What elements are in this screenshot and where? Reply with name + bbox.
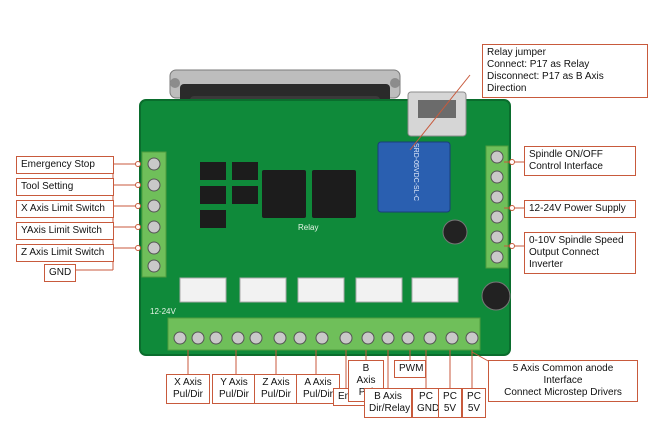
callout-a-axis: A Axis Pul/Dir (296, 374, 340, 404)
relay: SRD-05VDC-SL-C (377, 141, 451, 213)
capacitors (442, 219, 511, 311)
callout-spindle-speed: 0-10V Spindle Speed Output Connect Inver… (524, 232, 636, 274)
callout-y-axis: Y Axis Pul/Dir (212, 374, 256, 404)
callout-spindle-onoff: Spindle ON/OFF Control Interface (524, 146, 636, 176)
callout-tool-setting: Tool Setting (16, 178, 114, 196)
silkscreen-relay: Relay (298, 223, 318, 232)
callout-pwm: PWM (394, 360, 426, 378)
left-terminal-block (141, 151, 167, 278)
callout-y-axis-limit: YAxis Limit Switch (16, 222, 114, 240)
callout-pc-5v-2: PC 5V (462, 388, 486, 418)
callout-gnd: GND (44, 264, 76, 282)
callout-pc-5v-1: PC 5V (438, 388, 462, 418)
right-terminal-block (485, 145, 509, 269)
bottom-terminal-block (167, 317, 481, 351)
leader-dots (135, 159, 515, 251)
callout-b-axis-dir: B Axis Dir/Relay (364, 388, 412, 418)
silkscreen-power: 12-24V (150, 307, 176, 316)
callout-z-axis-limit: Z Axis Limit Switch (16, 244, 114, 262)
buffer-ics (262, 170, 356, 218)
optocouplers (200, 162, 258, 228)
usb-port (407, 91, 467, 137)
relay-text: SRD-05VDC-SL-C (412, 143, 419, 201)
callout-power-supply: 12-24V Power Supply (524, 200, 636, 218)
callout-relay-jumper: Relay jumper Connect: P17 as Relay Disco… (482, 44, 648, 98)
callout-x-axis-limit: X Axis Limit Switch (16, 200, 114, 218)
callout-x-axis: X Axis Pul/Dir (166, 374, 210, 404)
pin-headers (179, 277, 459, 303)
callout-emergency-stop: Emergency Stop (16, 156, 114, 174)
callout-pc-gnd: PC GND (412, 388, 440, 418)
callout-common-anode: 5 Axis Common anode Interface Connect Mi… (488, 360, 638, 402)
callout-z-axis: Z Axis Pul/Dir (254, 374, 298, 404)
